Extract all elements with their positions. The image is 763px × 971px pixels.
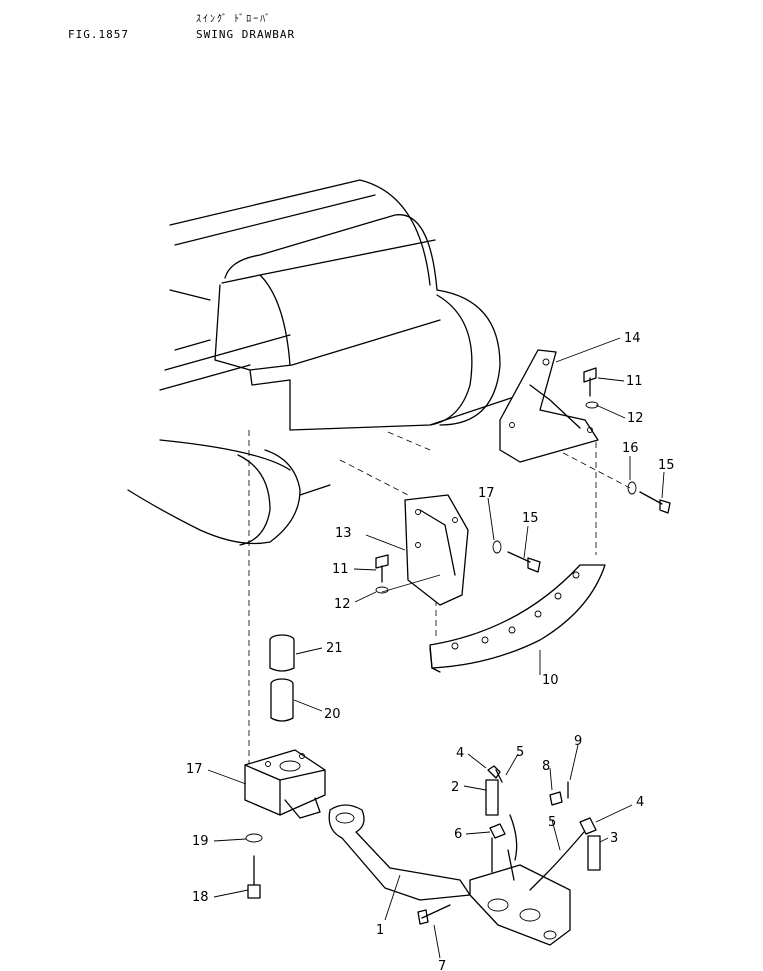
callout-labels: 14 11 12 16 15 17 15 13 11 12 10 21 20 1… [186, 331, 675, 971]
washer-bolt-18-19 [245, 833, 263, 899]
callout-11: 11 [332, 562, 349, 577]
callout-5: 5 [548, 815, 556, 830]
title-japanese: ｽｲﾝｸﾞ ﾄﾞﾛｰﾊﾞ [196, 14, 273, 25]
fasteners [375, 367, 671, 594]
machine-body [127, 179, 521, 546]
bracket-left [404, 494, 469, 606]
callout-20: 20 [324, 707, 341, 722]
callout-1: 1 [376, 923, 384, 938]
pins-20-21 [269, 634, 295, 722]
callout-10: 10 [542, 673, 559, 688]
drawbar-arm [328, 804, 571, 946]
callout-8: 8 [542, 759, 550, 774]
callout-21: 21 [326, 641, 343, 656]
pins-and-clips [417, 765, 601, 925]
callout-11: 11 [626, 374, 643, 389]
callout-19: 19 [192, 834, 209, 849]
callout-7: 7 [438, 959, 446, 971]
drawbar-support [429, 564, 606, 673]
callout-14: 14 [624, 331, 641, 346]
pivot-block [244, 749, 326, 819]
callout-6: 6 [454, 827, 462, 842]
callout-16: 16 [622, 441, 639, 456]
callout-13: 13 [335, 526, 352, 541]
callout-18: 18 [192, 890, 209, 905]
callout-12: 12 [627, 411, 644, 426]
callout-2: 2 [451, 780, 459, 795]
callout-15: 15 [658, 458, 675, 473]
callout-16: 17 [478, 486, 495, 501]
diagram-title: SWING DRAWBAR [196, 28, 296, 41]
callout-15: 15 [522, 511, 539, 526]
bracket-right [499, 349, 599, 463]
callout-17: 17 [186, 762, 203, 777]
callout-5: 5 [516, 745, 524, 760]
callout-12: 12 [334, 597, 351, 612]
callout-3: 3 [610, 831, 618, 846]
callout-4: 4 [456, 746, 464, 761]
leader-lines [207, 337, 665, 959]
callout-9: 9 [574, 734, 582, 749]
figure-number: FIG.1857 [68, 28, 129, 41]
callout-4: 4 [636, 795, 644, 810]
